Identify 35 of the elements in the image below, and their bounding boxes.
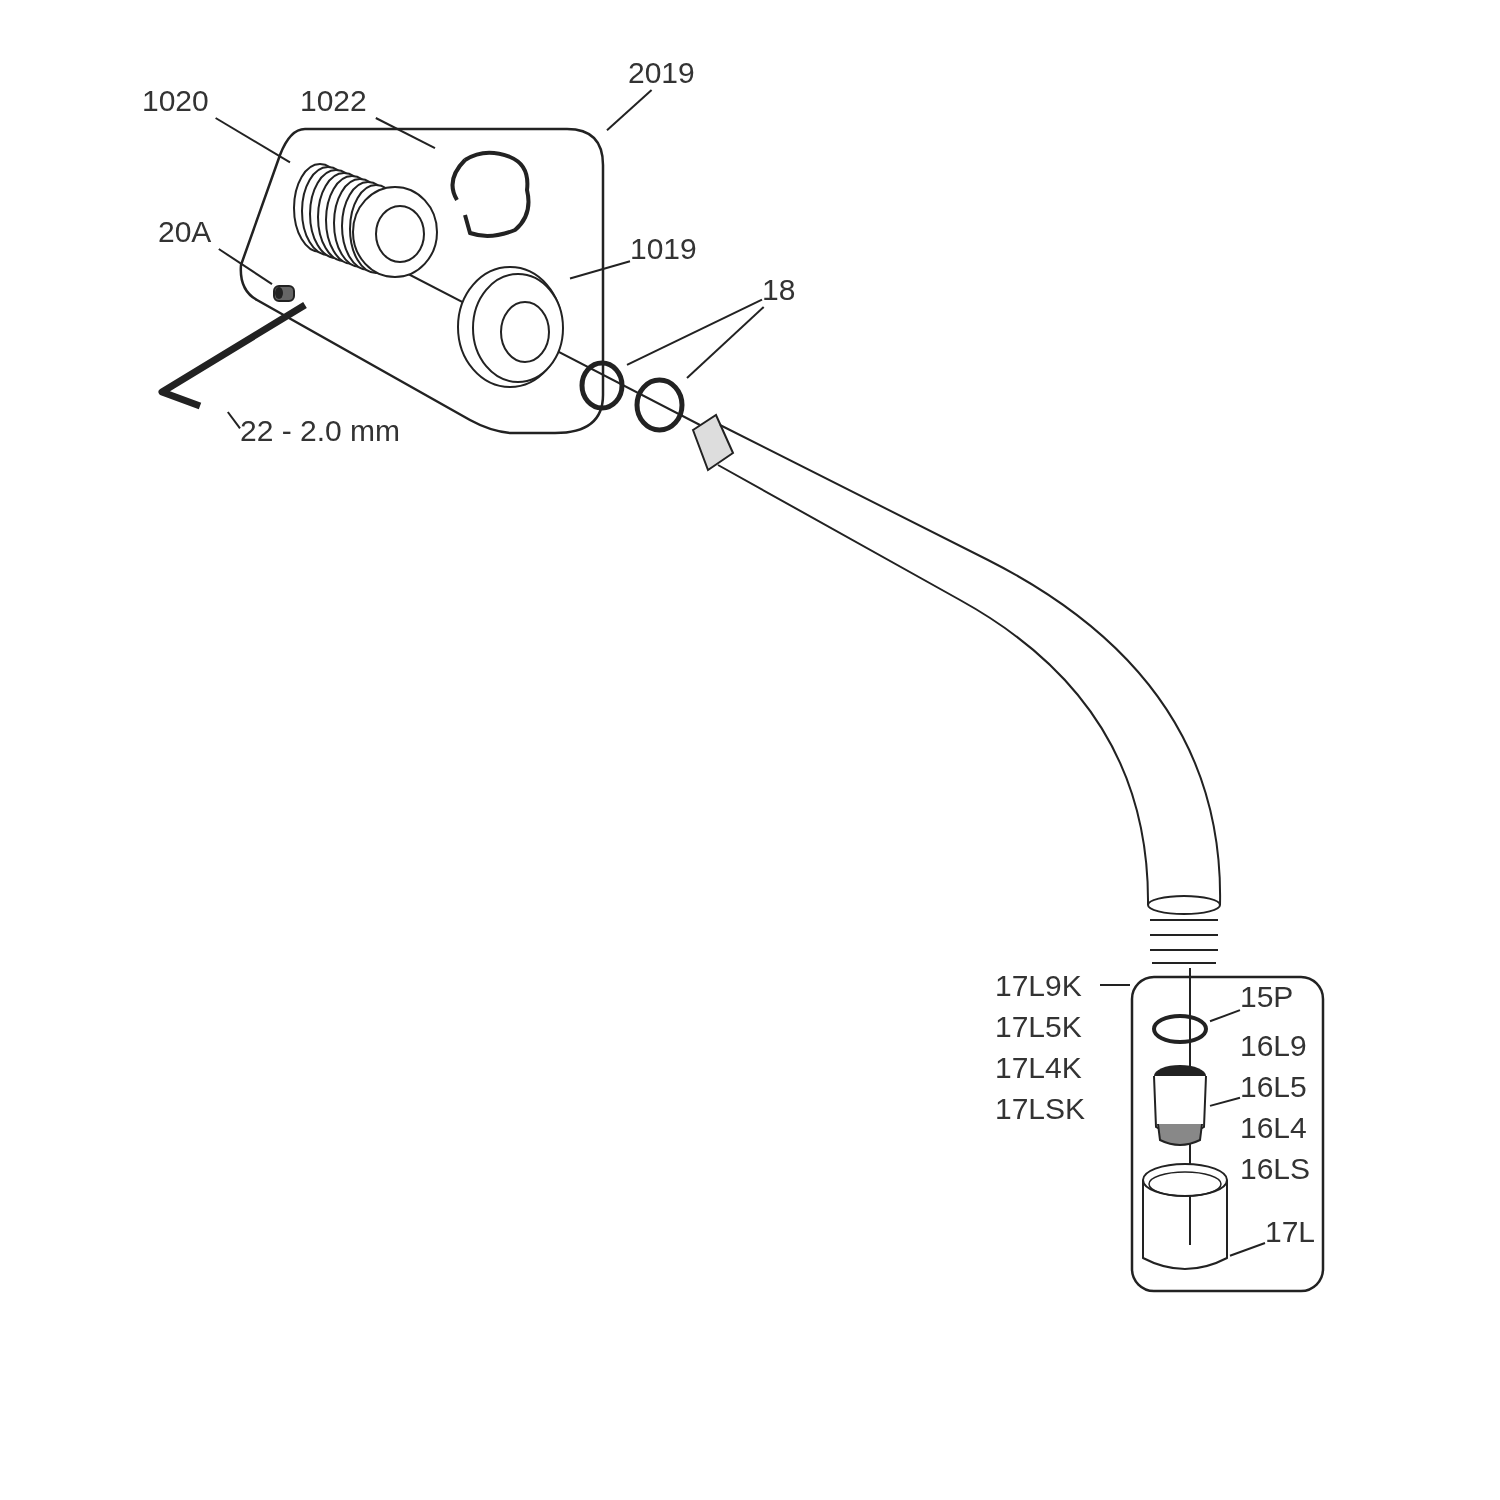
callout-number: 2019 <box>628 56 713 90</box>
grub-screw-drawing <box>272 283 296 303</box>
callout-number: 18 <box>762 273 802 307</box>
leader-line <box>686 306 765 380</box>
leader-line <box>626 298 763 366</box>
callout-number: 16L4 <box>1240 1110 1308 1146</box>
callout-number: 1019 <box>630 232 715 266</box>
leader-line <box>226 411 241 430</box>
callout-number: 17L5K <box>995 1009 1083 1045</box>
callout-number: 1022 <box>300 84 385 118</box>
leader-line <box>1099 984 1131 986</box>
callout-number: 20A <box>158 215 228 249</box>
threaded-sleeve-drawing <box>290 160 440 280</box>
callout-number: 22 - 2.0 mm <box>240 414 440 448</box>
callout-number: 15P <box>1240 980 1310 1014</box>
callout-number: 17L4K <box>995 1050 1083 1086</box>
callout-number: 17L <box>1265 1215 1325 1249</box>
callout-number: 17L9K <box>995 968 1083 1004</box>
o-ring-drawing <box>577 358 627 413</box>
leader-line <box>1209 1009 1241 1023</box>
callout-number: 16L5 <box>1240 1069 1308 1105</box>
leader-line <box>374 117 436 150</box>
leader-line <box>606 89 653 132</box>
callout-number: 1020 <box>142 84 232 118</box>
leader-line <box>569 260 631 280</box>
callout-number: 16L9 <box>1240 1028 1308 1064</box>
washer-drawing <box>1150 1012 1210 1046</box>
leader-line <box>1209 1096 1241 1107</box>
callout-number: 17LSK <box>995 1091 1087 1127</box>
leader-line <box>217 248 273 286</box>
callout-number: 16LS <box>1240 1151 1312 1187</box>
leader-line <box>214 117 291 164</box>
aerator-drawing <box>1150 1062 1210 1147</box>
leader-line <box>1229 1242 1266 1257</box>
o-ring-drawing <box>632 375 687 435</box>
